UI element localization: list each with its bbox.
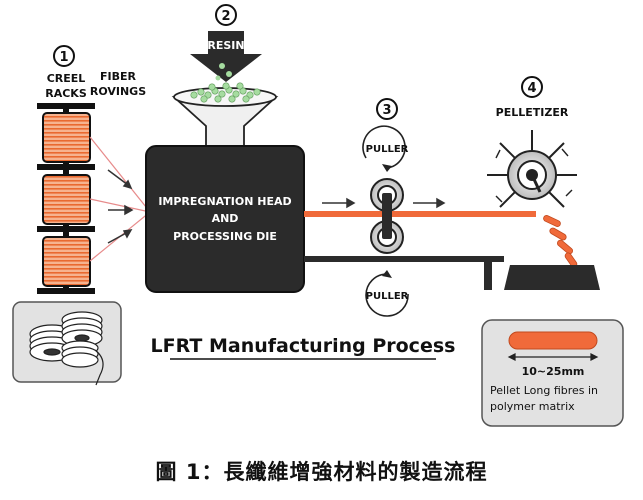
die-label-3: PROCESSING DIE: [173, 230, 277, 243]
die-label-1: IMPREGNATION HEAD: [158, 195, 291, 208]
diagram-title: LFRT Manufacturing Process: [151, 335, 456, 360]
collection-tray: [504, 265, 600, 290]
step-number: 3: [382, 103, 391, 118]
pellet-icon: [508, 331, 598, 350]
rotation-arrow-bottom: [365, 273, 409, 317]
step-number-badge: [53, 45, 75, 67]
resin-down-arrow: [190, 31, 262, 82]
resin-label: RESIN: [207, 39, 244, 52]
pelletizer-label: PELLETIZER: [496, 106, 569, 119]
step-number-badge: [521, 76, 543, 98]
fiber-spool: [42, 174, 91, 225]
rovings-label-1: FIBER: [100, 70, 137, 83]
strand-arrows: [322, 197, 446, 209]
bobbins-panel: [12, 301, 122, 386]
step-number: 4: [527, 81, 536, 96]
creel-label-1: CREEL: [47, 72, 86, 85]
step-number: 2: [221, 9, 230, 24]
step-4-pelletizer: 4 PELLETIZER: [487, 76, 600, 290]
pellet-info-box: 10~25mm Pellet Long fibres in polymer ma…: [481, 319, 624, 427]
title-text: LFRT Manufacturing Process: [151, 335, 456, 357]
puller-bottom-label: PULLER: [366, 291, 409, 302]
cutter-wheel: [487, 130, 577, 208]
resin-pellets: [190, 82, 261, 103]
fiber-rovings: [89, 136, 151, 262]
output-strand: [304, 211, 536, 217]
cut-pellets: [543, 215, 578, 268]
fiber-spool: [42, 236, 91, 287]
flow-arrows: [107, 169, 134, 244]
rotation-arrow-top: [362, 125, 406, 169]
impregnation-head-die: IMPREGNATION HEAD AND PROCESSING DIE: [145, 145, 305, 293]
die-label-2: AND: [212, 212, 239, 225]
conveyor-platform: [304, 256, 504, 290]
pellet-desc-1: Pellet Long fibres in: [490, 384, 598, 397]
puller-rollers: [370, 178, 404, 254]
fiber-rovings-label: FIBER ROVINGS: [90, 70, 146, 98]
step-number-badge: [215, 4, 237, 26]
step-3-puller: 3 PULLER PULLER: [362, 98, 409, 317]
step-1-creel-racks: 1 CREEL RACKS: [37, 45, 95, 294]
pellet-desc-2: polymer matrix: [490, 400, 575, 413]
pellet-dimension: 10~25mm: [522, 365, 585, 378]
figure-caption: 圖 1：長纖維增強材料的製造流程: [155, 460, 488, 484]
step-number: 1: [59, 50, 68, 65]
creel-label-2: RACKS: [45, 87, 87, 100]
step-2-resin: 2 RESIN: [171, 4, 279, 147]
step-number-badge: [376, 98, 398, 120]
bobbin-stack: [29, 311, 103, 368]
fiber-spool: [42, 112, 91, 163]
puller-top-label: PULLER: [366, 144, 409, 155]
dimension-arrow: [507, 353, 599, 361]
rovings-label-2: ROVINGS: [90, 85, 146, 98]
